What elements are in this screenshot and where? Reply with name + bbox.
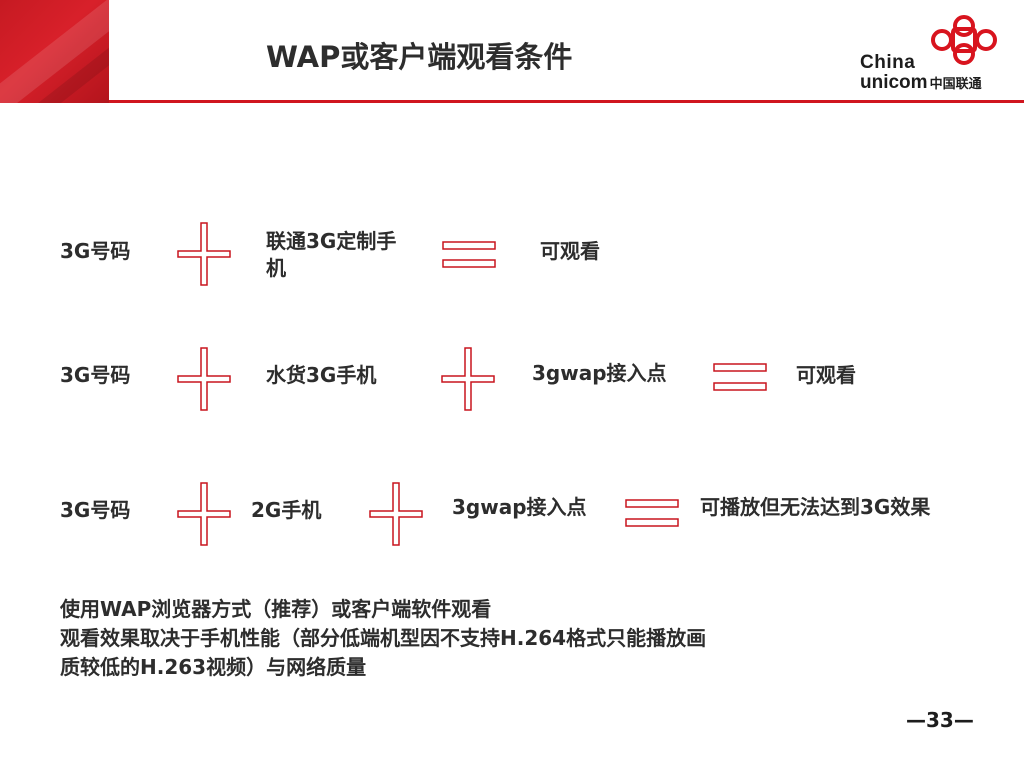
logo-text-china: China (860, 52, 916, 73)
operand-2g-phone: 2G手机 (251, 498, 322, 522)
equals-icon (713, 363, 767, 391)
note-line: 使用WAP浏览器方式（推荐）或客户端软件观看 (60, 597, 492, 621)
operand-3gwap-access-point: 3gwap接入点 (452, 495, 587, 519)
operand-grey-market-3g-phone: 水货3G手机 (266, 363, 377, 387)
note-line: 观看效果取决于手机性能（部分低端机型因不支持H.264格式只能播放画 (60, 626, 707, 650)
header-corner-block (0, 0, 109, 103)
page-number: —33— (906, 708, 974, 732)
plus-icon (369, 482, 423, 546)
result-playable-not-3g-quality: 可播放但无法达到3G效果 (700, 495, 931, 519)
notes-block: 使用WAP浏览器方式（推荐）或客户端软件观看 观看效果取决于手机性能（部分低端机… (60, 595, 940, 682)
equals-icon (442, 241, 496, 268)
header-divider (109, 100, 1024, 103)
result-can-watch: 可观看 (540, 239, 600, 263)
operand-3g-number: 3G号码 (60, 363, 131, 387)
plus-icon (441, 347, 495, 411)
operand-3g-number: 3G号码 (60, 498, 131, 522)
logo-text-cn: 中国联通 (929, 76, 982, 91)
result-can-watch: 可观看 (796, 363, 856, 387)
operand-3gwap-access-point: 3gwap接入点 (532, 361, 667, 385)
operand-custom-3g-phone: 联通3G定制手机 (266, 229, 397, 280)
page-title: WAP或客户端观看条件 (266, 40, 573, 74)
plus-icon (177, 347, 231, 411)
unicom-knot-icon (931, 15, 997, 65)
plus-icon (177, 222, 231, 286)
note-line: 质较低的H.263视频）与网络质量 (60, 655, 367, 679)
equals-icon (625, 499, 679, 527)
plus-icon (177, 482, 231, 546)
logo-text-unicom-en: unicom (860, 72, 928, 93)
operand-3g-number: 3G号码 (60, 239, 131, 263)
